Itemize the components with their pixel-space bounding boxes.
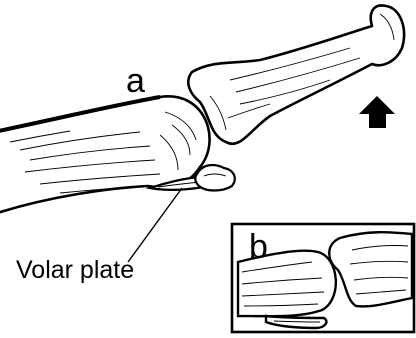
volar-plate-leader-line (128, 188, 182, 262)
proximal-phalanx (0, 96, 210, 214)
label-b: b (249, 230, 268, 264)
label-a: a (126, 64, 145, 98)
up-arrow-icon (359, 96, 395, 128)
bone-fragment (195, 165, 235, 190)
volar-plate-label: Volar plate (16, 258, 134, 283)
